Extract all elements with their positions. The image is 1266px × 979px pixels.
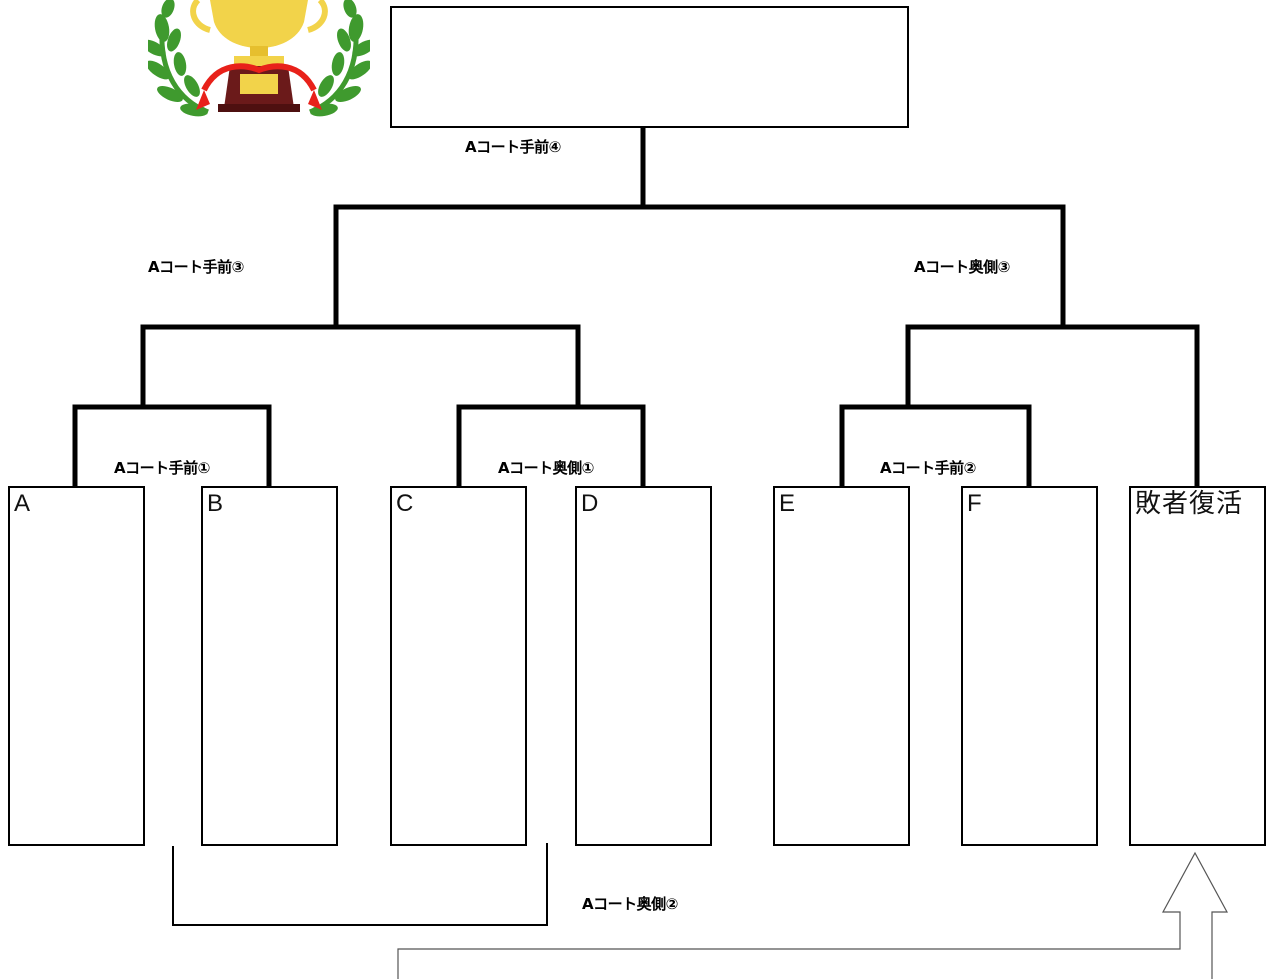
- match-label-back-2: Aコート奥側②: [582, 895, 678, 913]
- match-label-front-4: Aコート手前④: [465, 138, 561, 156]
- bracket-line-top: [333, 204, 1066, 327]
- bracket-line-e-f: [839, 404, 1032, 487]
- match-label-front-1: Aコート手前①: [114, 459, 210, 477]
- trophy-cup-icon: [190, 0, 328, 112]
- team-label-e: E: [779, 490, 796, 517]
- team-box-e[interactable]: E: [773, 486, 910, 846]
- team-box-b[interactable]: B: [201, 486, 338, 846]
- laurel-left-icon: [148, 0, 209, 117]
- bracket-line-a-b: [72, 404, 272, 487]
- team-label-c: C: [396, 490, 414, 517]
- team-box-a[interactable]: A: [8, 486, 145, 846]
- team-box-c[interactable]: C: [390, 486, 527, 846]
- match-label-front-3: Aコート手前③: [148, 258, 244, 276]
- team-box-d[interactable]: D: [575, 486, 712, 846]
- bracket-line-semi-right: [905, 324, 1200, 487]
- team-label-a: A: [14, 490, 31, 517]
- team-label-f: F: [967, 490, 982, 517]
- team-label-b: B: [207, 490, 224, 517]
- bracket-line-semi-left: [140, 324, 581, 407]
- team-box-f[interactable]: F: [961, 486, 1098, 846]
- team-label-loser-revival: 敗者復活: [1135, 489, 1244, 519]
- match-label-back-1: Aコート奥側①: [498, 459, 594, 477]
- team-box-loser-revival[interactable]: 敗者復活: [1129, 486, 1266, 846]
- bracket-line-c-d: [456, 404, 646, 487]
- match-label-front-2: Aコート手前②: [880, 459, 976, 477]
- team-label-d: D: [581, 490, 599, 517]
- winner-box[interactable]: [390, 6, 909, 128]
- bracket-line-b-c-losers: [172, 843, 548, 926]
- match-label-back-3: Aコート奥側③: [914, 258, 1010, 276]
- up-arrow-icon: [397, 851, 1229, 979]
- trophy-icon: [148, 0, 370, 117]
